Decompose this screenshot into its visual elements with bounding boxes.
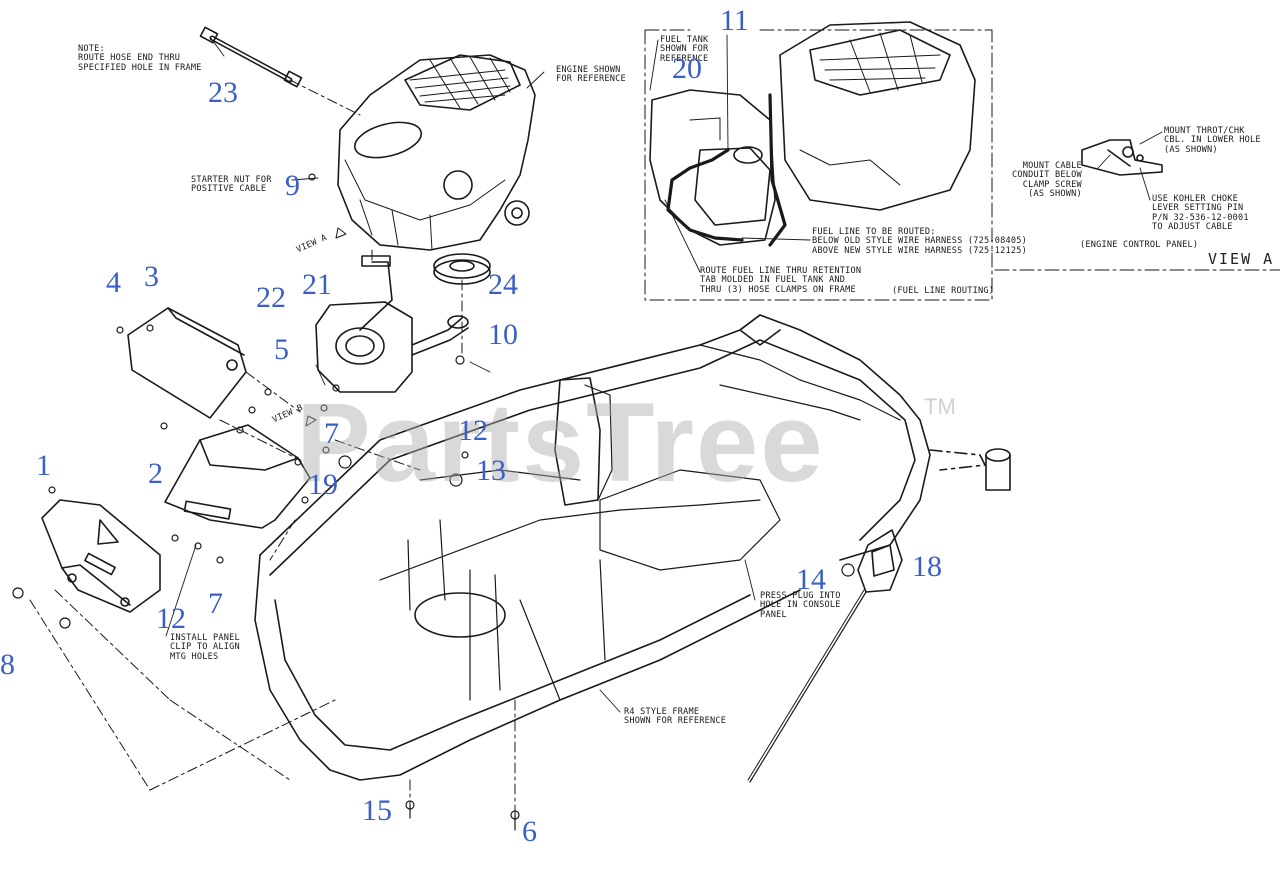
- watermark-brand: PartsTree: [296, 380, 825, 505]
- watermark-trademark: TM: [924, 394, 956, 419]
- callout-11[interactable]: 11: [720, 4, 749, 37]
- inset-engine: [779, 21, 976, 211]
- callout-22[interactable]: 22: [256, 281, 286, 314]
- bracket-part-2: [164, 424, 311, 529]
- callout-10[interactable]: 10: [488, 318, 518, 351]
- note-kohler-choke: USE KOHLER CHOKE LEVER SETTING PIN P/N 3…: [1152, 194, 1249, 233]
- view-arrows: [305, 227, 347, 427]
- note-route-hose: NOTE: ROUTE HOSE END THRU SPECIFIED HOLE…: [78, 44, 202, 73]
- callout-24[interactable]: 24: [488, 268, 518, 301]
- callout-1[interactable]: 1: [36, 449, 51, 482]
- note-r4-frame: R4 STYLE FRAME SHOWN FOR REFERENCE: [624, 707, 727, 727]
- note-mount-cable: MOUNT CABLE CONDUIT BELOW CLAMP SCREW (A…: [1012, 161, 1082, 200]
- callout-7-lower[interactable]: 7: [208, 587, 223, 620]
- hose-part-23: [199, 26, 303, 88]
- fuel-line-part-11: [666, 93, 787, 247]
- note-starter-nut: STARTER NUT FOR POSITIVE CABLE: [191, 175, 272, 195]
- muffler-assembly: [315, 255, 469, 393]
- note-install-panel: INSTALL PANEL CLIP TO ALIGN MTG HOLES: [170, 633, 240, 662]
- leader-lines: [29, 79, 516, 816]
- callout-13[interactable]: 13: [476, 454, 506, 487]
- callout-21[interactable]: 21: [302, 268, 332, 301]
- tractor-frame: [254, 314, 1011, 781]
- note-engine-control-panel: (ENGINE CONTROL PANEL): [1080, 240, 1199, 250]
- callout-12-upper[interactable]: 12: [458, 414, 488, 447]
- callout-9[interactable]: 9: [285, 169, 300, 202]
- callout-leaders: [165, 34, 1163, 713]
- note-route-fuel-line: ROUTE FUEL LINE THRU RETENTION TAB MOLDE…: [700, 266, 862, 295]
- view-a-label: VIEW A: [1208, 250, 1275, 268]
- heat-shield-part-3: [127, 307, 247, 419]
- callout-4[interactable]: 4: [106, 266, 121, 299]
- hardware-fasteners: [12, 173, 855, 831]
- callout-19[interactable]: 19: [308, 468, 338, 501]
- callout-7-upper[interactable]: 7: [324, 417, 339, 450]
- callout-20[interactable]: 20: [672, 52, 702, 85]
- engine-assembly: [337, 54, 536, 251]
- fuel-tank-part-20: [649, 89, 776, 246]
- callout-18[interactable]: 18: [912, 550, 942, 583]
- note-press-plug: PRESS PLUG INTO HOLE IN CONSOLE PANEL: [760, 591, 841, 620]
- engine-control-panel-view-a: [1081, 139, 1163, 176]
- callout-2[interactable]: 2: [148, 457, 163, 490]
- note-mount-throttle: MOUNT THROT/CHK CBL. IN LOWER HOLE (AS S…: [1164, 126, 1261, 155]
- pulley-part-24: [433, 253, 491, 285]
- panel-part-1: [41, 499, 161, 613]
- fuel-line-routing-inset-frame: [644, 29, 1280, 301]
- callout-8[interactable]: 8: [0, 648, 15, 681]
- callout-3[interactable]: 3: [144, 260, 159, 293]
- callout-15[interactable]: 15: [362, 794, 392, 827]
- callout-12-lower[interactable]: 12: [156, 602, 186, 635]
- note-fuel-line-routing: (FUEL LINE ROUTING): [892, 286, 995, 296]
- callout-6[interactable]: 6: [522, 815, 537, 848]
- note-fuel-line-routed: FUEL LINE TO BE ROUTED: BELOW OLD STYLE …: [812, 227, 1027, 256]
- callout-23[interactable]: 23: [208, 76, 238, 109]
- note-engine-reference: ENGINE SHOWN FOR REFERENCE: [556, 65, 626, 85]
- callout-5[interactable]: 5: [274, 333, 289, 366]
- note-fuel-tank: FUEL TANK SHOWN FOR REFERENCE: [660, 35, 709, 64]
- callout-14[interactable]: 14: [796, 563, 826, 596]
